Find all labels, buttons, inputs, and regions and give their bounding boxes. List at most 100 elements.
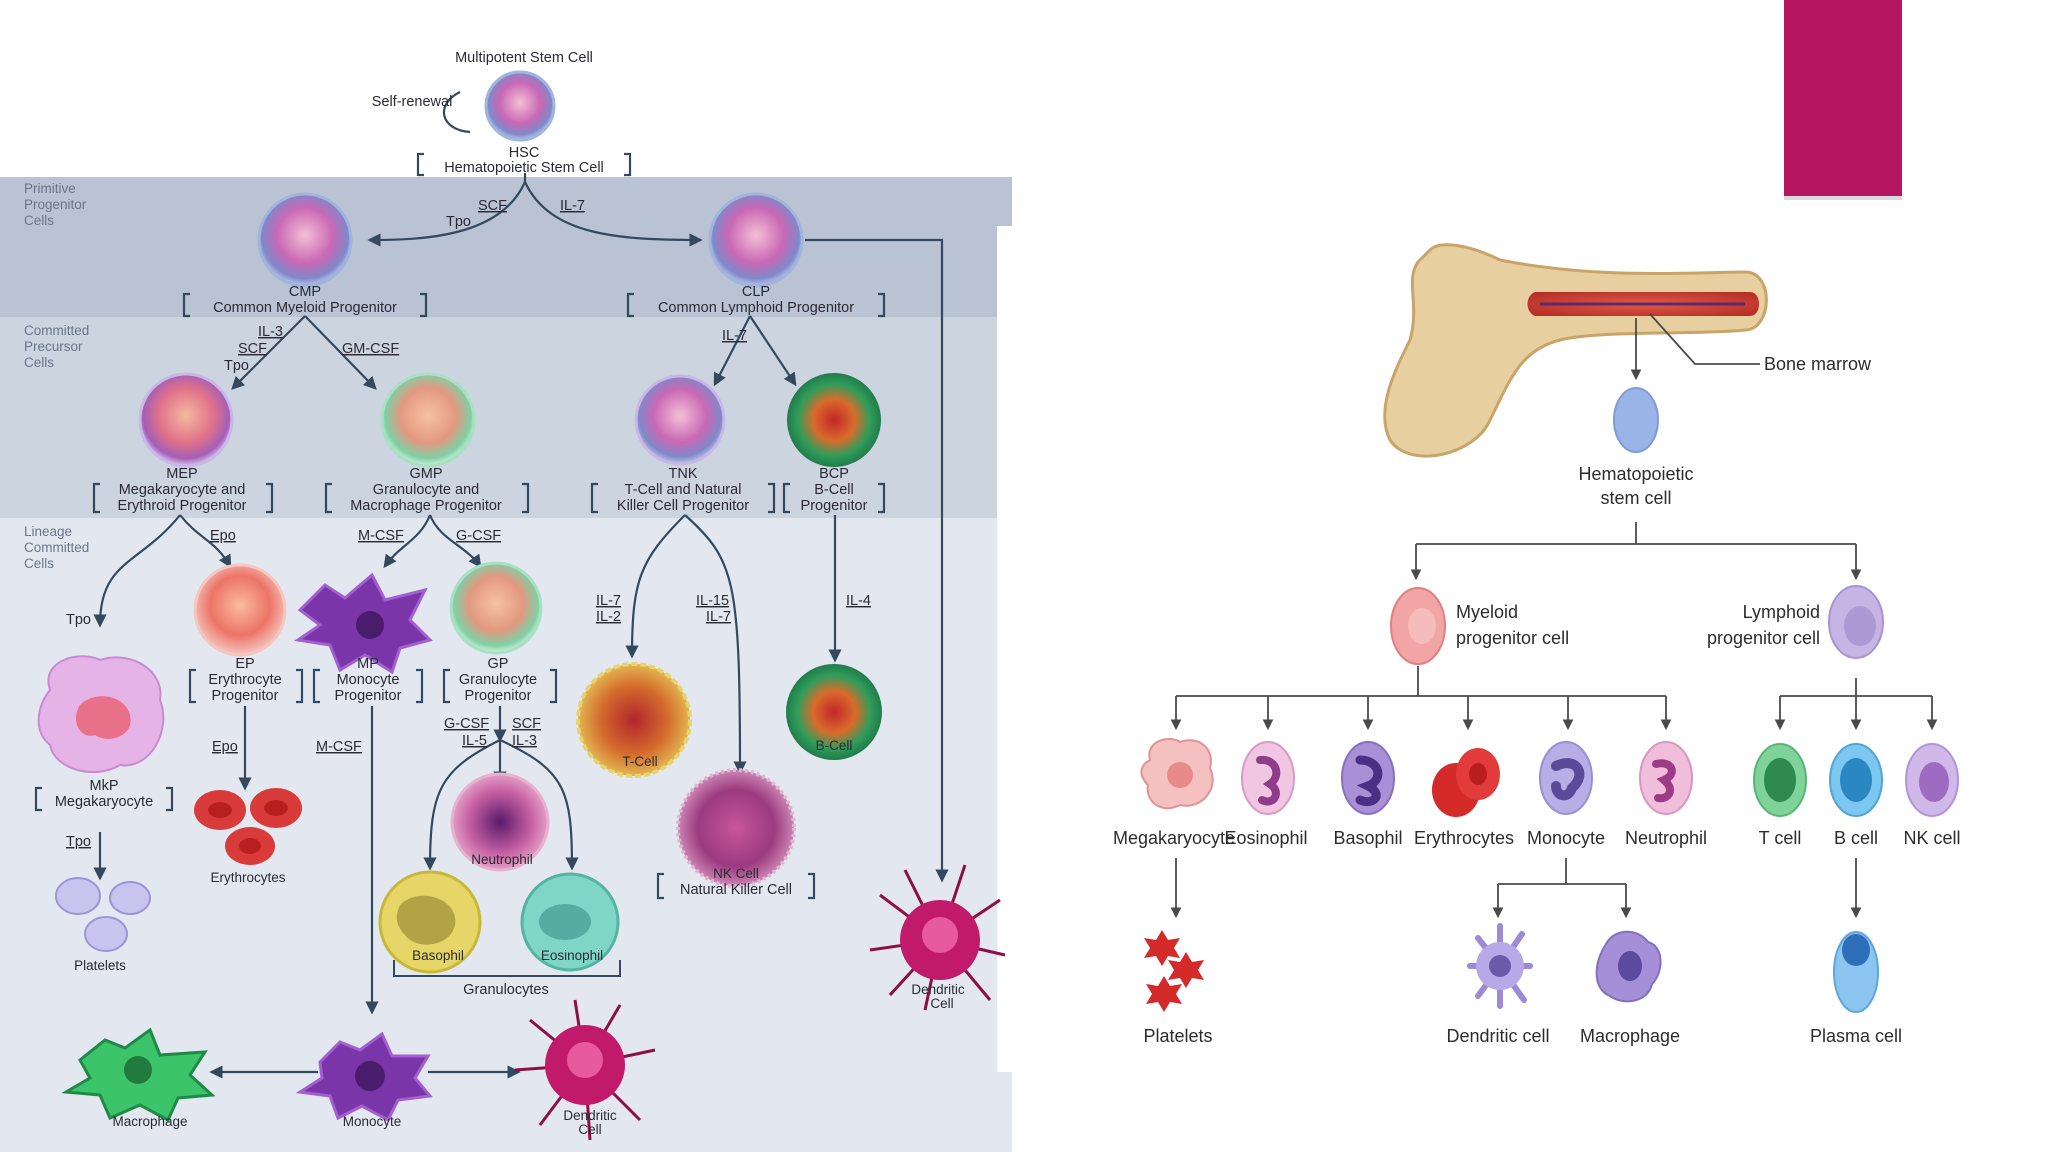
factor-il4: IL-4	[846, 593, 871, 609]
factor-epo-2: Epo	[212, 739, 238, 755]
svg-text:Progenitor: Progenitor	[335, 688, 402, 704]
svg-text:Progenitor: Progenitor	[24, 197, 87, 212]
svg-text:Cells: Cells	[24, 355, 54, 370]
svg-text:EP: EP	[235, 656, 254, 672]
r-basophil: Basophil	[1333, 741, 1403, 848]
factor-gcsf: G-CSF	[456, 528, 501, 544]
svg-text:Hematopoietic: Hematopoietic	[1578, 464, 1693, 484]
granulocytes-label: Granulocytes	[463, 982, 548, 998]
accent-bar	[1784, 0, 1902, 196]
r-megakaryocyte: Megakaryocyte	[1113, 738, 1235, 848]
dendritic-cell-bottom: Dendritic Cell	[514, 999, 656, 1141]
svg-text:T cell: T cell	[1759, 828, 1802, 848]
factor-il7-4: IL-7	[706, 609, 731, 625]
svg-text:Macrophage: Macrophage	[1580, 1026, 1680, 1046]
hsc-cell	[484, 70, 556, 142]
svg-text:progenitor cell: progenitor cell	[1456, 628, 1569, 648]
svg-text:Erythrocytes: Erythrocytes	[1414, 828, 1514, 848]
bone-marrow-label: Bone marrow	[1764, 354, 1872, 374]
svg-text:Dendritic: Dendritic	[911, 982, 965, 997]
factor-scf-2: SCF	[238, 341, 267, 357]
mp-node: MP Monocyte Progenitor	[294, 572, 433, 704]
svg-text:Progenitor: Progenitor	[465, 688, 532, 704]
svg-text:Precursor: Precursor	[24, 339, 83, 354]
bone-illustration	[1383, 243, 1768, 458]
svg-text:Basophil: Basophil	[1333, 828, 1402, 848]
r-hsc: Hematopoietic stem cell	[1578, 387, 1694, 508]
erythrocytes-cells: Erythrocytes	[194, 788, 302, 885]
r-nkcell: NK cell	[1903, 743, 1961, 848]
svg-text:BCP: BCP	[819, 466, 849, 482]
r-platelets: Platelets	[1143, 930, 1213, 1046]
factor-mcsf-2: M-CSF	[316, 739, 362, 755]
svg-text:Monocyte: Monocyte	[1527, 828, 1605, 848]
svg-text:Monocyte: Monocyte	[337, 672, 400, 688]
r-monocyte: Monocyte	[1527, 741, 1605, 848]
svg-text:Macrophage Progenitor: Macrophage Progenitor	[350, 498, 502, 514]
svg-text:Lymphoid: Lymphoid	[1743, 602, 1820, 622]
svg-text:Cell: Cell	[578, 1122, 601, 1137]
mep-node: MEP Megakaryocyte and Erythroid Progenit…	[92, 372, 274, 514]
eosinophil-cell: Eosinophil	[520, 872, 620, 972]
macrophage-cell: Macrophage	[61, 1027, 216, 1129]
granulocytes-bracket	[393, 960, 621, 977]
factor-scf: SCF	[478, 198, 507, 214]
svg-text:Neutrophil: Neutrophil	[1625, 828, 1707, 848]
svg-text:B-Cell: B-Cell	[816, 738, 853, 753]
svg-text:Primitive: Primitive	[24, 181, 76, 196]
r-macrophage: Macrophage	[1580, 930, 1680, 1046]
factor-scf-3: SCF	[512, 716, 541, 732]
gmp-node: GMP Granulocyte and Macrophage Progenito…	[324, 372, 530, 514]
svg-text:Basophil: Basophil	[412, 948, 464, 963]
svg-text:Committed: Committed	[24, 540, 89, 555]
r-erythrocytes: Erythrocytes	[1414, 748, 1514, 848]
clp-node: CLP Common Lymphoid Progenitor	[626, 192, 886, 318]
svg-text:GP: GP	[488, 656, 509, 672]
factor-il3: IL-3	[258, 324, 283, 340]
factor-il3-2: IL-3	[512, 733, 537, 749]
svg-text:Committed: Committed	[24, 323, 89, 338]
platelets-cells: Platelets	[55, 877, 151, 973]
svg-text:Common Lymphoid Progenitor: Common Lymphoid Progenitor	[658, 300, 854, 316]
tier-label-primitive: Primitive Progenitor Cells	[24, 181, 87, 228]
svg-text:TNK: TNK	[669, 466, 698, 482]
svg-text:NK Cell: NK Cell	[713, 866, 759, 881]
r-plasma: Plasma cell	[1810, 931, 1902, 1046]
svg-text:Granulocyte and: Granulocyte and	[373, 482, 479, 498]
ep-node: EP Erythrocyte Progenitor	[188, 563, 304, 704]
svg-text:GMP: GMP	[409, 466, 442, 482]
svg-text:Killer Cell Progenitor: Killer Cell Progenitor	[617, 498, 749, 514]
svg-text:Eosinophil: Eosinophil	[541, 948, 603, 963]
svg-text:Lineage: Lineage	[24, 524, 72, 539]
r-myeloid: Myeloid progenitor cell	[1390, 587, 1569, 665]
bcp-node: BCP B-Cell Progenitor	[782, 373, 886, 514]
svg-text:Plasma cell: Plasma cell	[1810, 1026, 1902, 1046]
svg-text:Neutrophil: Neutrophil	[471, 852, 533, 867]
svg-text:Common Myeloid Progenitor: Common Myeloid Progenitor	[213, 300, 397, 316]
svg-text:Platelets: Platelets	[1143, 1026, 1212, 1046]
factor-il5: IL-5	[462, 733, 487, 749]
r-lymphoid: Lymphoid progenitor cell	[1707, 585, 1884, 659]
svg-text:CMP: CMP	[289, 284, 321, 300]
factor-tpo: Tpo	[446, 214, 471, 230]
dendritic-cell-right: Dendritic Cell	[869, 864, 1006, 1011]
t-cell: T-Cell	[576, 662, 692, 778]
svg-text:Eosinophil: Eosinophil	[1224, 828, 1307, 848]
factor-tpo-2: Tpo	[224, 358, 249, 374]
tier-label-lineage: Lineage Committed Cells	[24, 524, 89, 571]
svg-text:Erythrocytes: Erythrocytes	[210, 870, 285, 885]
factor-il7-2: IL-7	[722, 328, 747, 344]
r-eosinophil: Eosinophil	[1224, 741, 1308, 848]
svg-text:CLP: CLP	[742, 284, 770, 300]
svg-text:MkP: MkP	[90, 778, 119, 794]
svg-text:Granulocyte: Granulocyte	[459, 672, 537, 688]
factor-gcsf-2: G-CSF	[444, 716, 489, 732]
cmp-node: CMP Common Myeloid Progenitor	[182, 192, 428, 318]
tnk-node: TNK T-Cell and Natural Killer Cell Proge…	[590, 374, 776, 514]
factor-il2: IL-2	[596, 609, 621, 625]
svg-text:MEP: MEP	[166, 466, 197, 482]
factor-il7: IL-7	[560, 198, 585, 214]
svg-text:HSC: HSC	[509, 145, 540, 161]
svg-text:MP: MP	[357, 656, 379, 672]
